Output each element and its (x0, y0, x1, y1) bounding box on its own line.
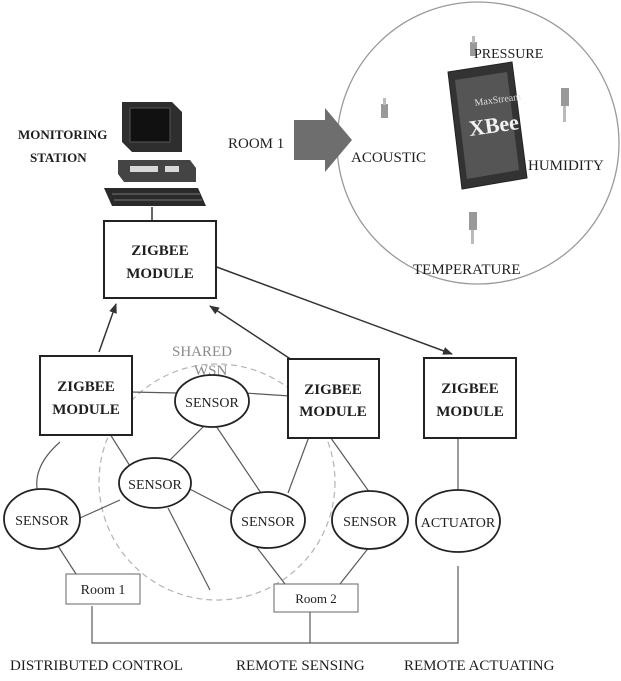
zigbee-right-line1: ZIGBEE (441, 381, 499, 397)
sensor-top-label: SENSOR (185, 396, 239, 411)
remote-sensing-label: REMOTE SENSING (236, 658, 365, 674)
actuator-node: ACTUATOR (416, 490, 500, 552)
zigbee-top-line2: MODULE (126, 266, 194, 282)
room-box-left: Room 1 (66, 574, 140, 604)
sensor-node-left: SENSOR (4, 489, 80, 549)
computer-icon (104, 102, 206, 206)
room-box-right: Room 2 (274, 584, 358, 612)
shared-wsn-label-line1: SHARED (172, 344, 232, 360)
zigbee-right-line2: MODULE (436, 404, 504, 420)
zigbee-left-line1: ZIGBEE (57, 379, 115, 395)
monitoring-station-label-line1: MONITORING (18, 127, 107, 142)
actuator-label: ACTUATOR (421, 516, 496, 531)
arrow-top-to-right (214, 266, 452, 354)
zigbee-mid-line1: ZIGBEE (304, 382, 362, 398)
arrow-left-to-top (99, 304, 116, 352)
sensor-node-top: SENSOR (175, 375, 249, 427)
zigbee-module-mid: ZIGBEE MODULE (288, 359, 379, 438)
room-right-label: Room 2 (295, 591, 337, 606)
sensor-middle-label: SENSOR (128, 478, 182, 493)
zigbee-module-right: ZIGBEE MODULE (424, 358, 516, 438)
room-arrow-label: ROOM 1 (228, 136, 284, 152)
sensor-right-label: SENSOR (343, 515, 397, 530)
sensor-node-middle: SENSOR (119, 458, 191, 508)
distributed-control-label: DISTRIBUTED CONTROL (10, 658, 183, 674)
zigbee-top-line1: ZIGBEE (131, 243, 189, 259)
monitoring-station-label-line2: STATION (30, 150, 87, 165)
sensor-left-label: SENSOR (15, 514, 69, 529)
temperature-label: TEMPERATURE (413, 262, 521, 278)
sensor-lower-label: SENSOR (241, 515, 295, 530)
humidity-label: HUMIDITY (528, 158, 604, 174)
zigbee-module-top: ZIGBEE MODULE (104, 221, 216, 298)
acoustic-label: ACOUSTIC (351, 150, 426, 166)
room-left-label: Room 1 (81, 583, 126, 598)
zigbee-left-line2: MODULE (52, 402, 120, 418)
zigbee-module-left: ZIGBEE MODULE (40, 356, 132, 435)
sensor-node-lower: SENSOR (231, 492, 305, 548)
sensor-node-right: SENSOR (332, 491, 408, 549)
remote-actuating-label: REMOTE ACTUATING (404, 658, 555, 674)
pressure-label: PRESSURE (474, 47, 543, 62)
zigbee-mid-line2: MODULE (299, 404, 367, 420)
